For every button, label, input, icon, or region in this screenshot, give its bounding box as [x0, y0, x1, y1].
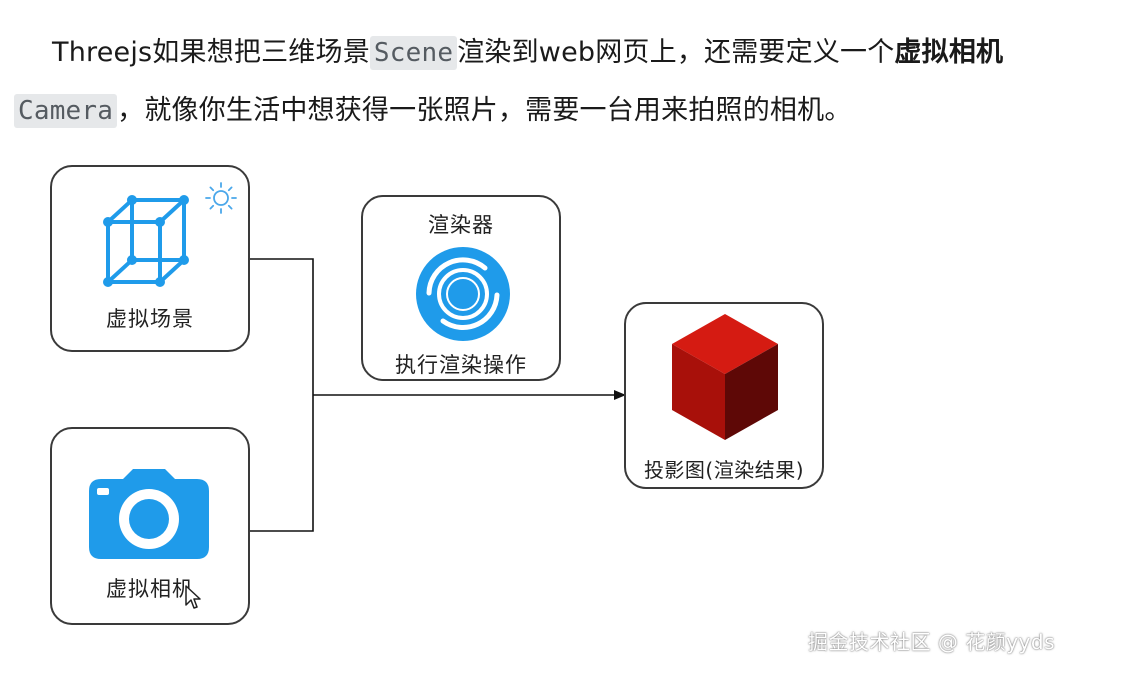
renderer-node-title: 渲染器 [428, 213, 494, 237]
watermark: 掘金技术社区 @ 花颜yyds [808, 630, 1056, 654]
result-node-label: 投影图(渲染结果) [643, 458, 805, 482]
camera-node-label: 虚拟相机 [106, 577, 194, 601]
text-part-1: Threejs如果想把三维场景 [52, 37, 370, 68]
renderer-node: 渲染器 执行渲染操作 [361, 195, 561, 381]
inline-code-camera: Camera [14, 94, 118, 128]
wireframe-cube-icon [103, 195, 189, 287]
inline-code-scene: Scene [369, 36, 458, 70]
bold-virtual-camera: 虚拟相机 [894, 37, 1004, 68]
mouse-cursor-icon [185, 585, 201, 609]
camera-icon [89, 469, 209, 559]
text-part-3: ，就像你生活中想获得一张照片，需要一台用来拍照的相机。 [117, 95, 852, 126]
result-node: 投影图(渲染结果) [624, 302, 824, 489]
scene-node-label: 虚拟场景 [106, 307, 194, 331]
renderer-node-label: 执行渲染操作 [395, 353, 527, 377]
renderer-swirl-icon [416, 247, 510, 341]
scene-node: 虚拟场景 [50, 165, 250, 352]
camera-connector [250, 395, 314, 532]
camera-node: 虚拟相机 [50, 427, 250, 625]
sun-light-icon [205, 182, 237, 214]
scene-connector [250, 258, 314, 395]
red-cube-icon [672, 314, 778, 440]
text-part-2: 渲染到web网页上，还需要定义一个 [457, 37, 895, 68]
